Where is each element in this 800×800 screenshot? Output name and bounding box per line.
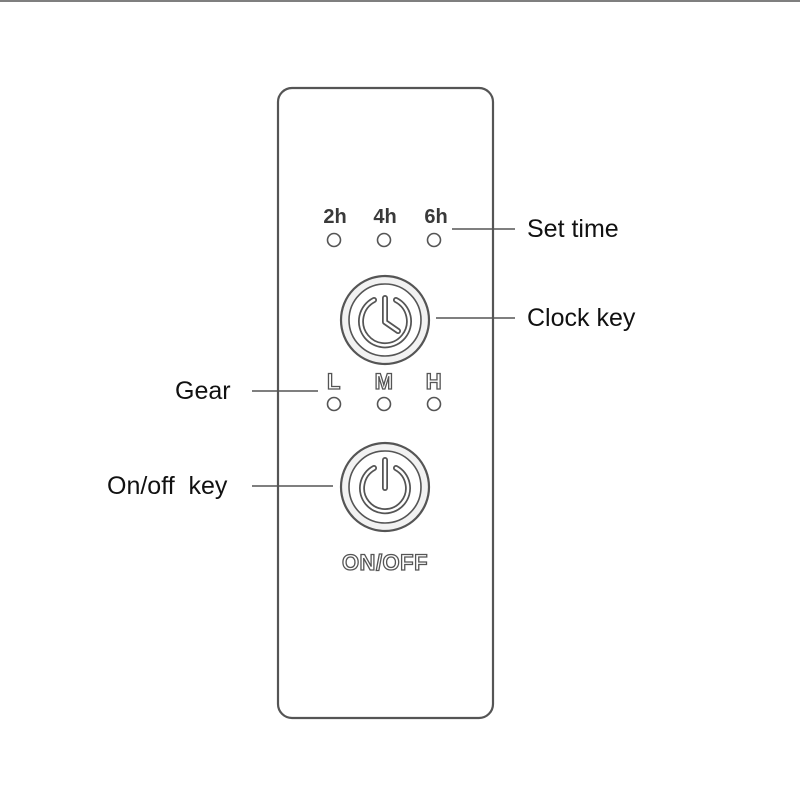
- gear-label-h: H: [426, 369, 442, 394]
- gear-label-m: M: [375, 369, 394, 394]
- onoff-key-callout: On/off key: [107, 472, 228, 500]
- clock-icon: [358, 295, 412, 349]
- timer-led-2h: [326, 232, 342, 248]
- onoff-label: ON/OFF: [342, 550, 428, 575]
- gear-callout: Gear: [175, 377, 231, 405]
- timer-led-4h: [376, 232, 392, 248]
- gear-led-h: [426, 396, 442, 412]
- timer-label-2h: 2h: [323, 206, 346, 228]
- set-time-callout: Set time: [527, 215, 619, 243]
- timer-label-4h: 4h: [373, 206, 396, 228]
- clock-key-button[interactable]: [339, 274, 431, 366]
- timer-led-6h: [426, 232, 442, 248]
- gear-label-l: L: [327, 369, 341, 394]
- gear-led-m: [376, 396, 392, 412]
- gear-led-l: [326, 396, 342, 412]
- power-icon: [359, 457, 411, 515]
- onoff-key-button[interactable]: [339, 441, 431, 533]
- timer-label-6h: 6h: [424, 206, 447, 228]
- clock-key-callout: Clock key: [527, 304, 636, 332]
